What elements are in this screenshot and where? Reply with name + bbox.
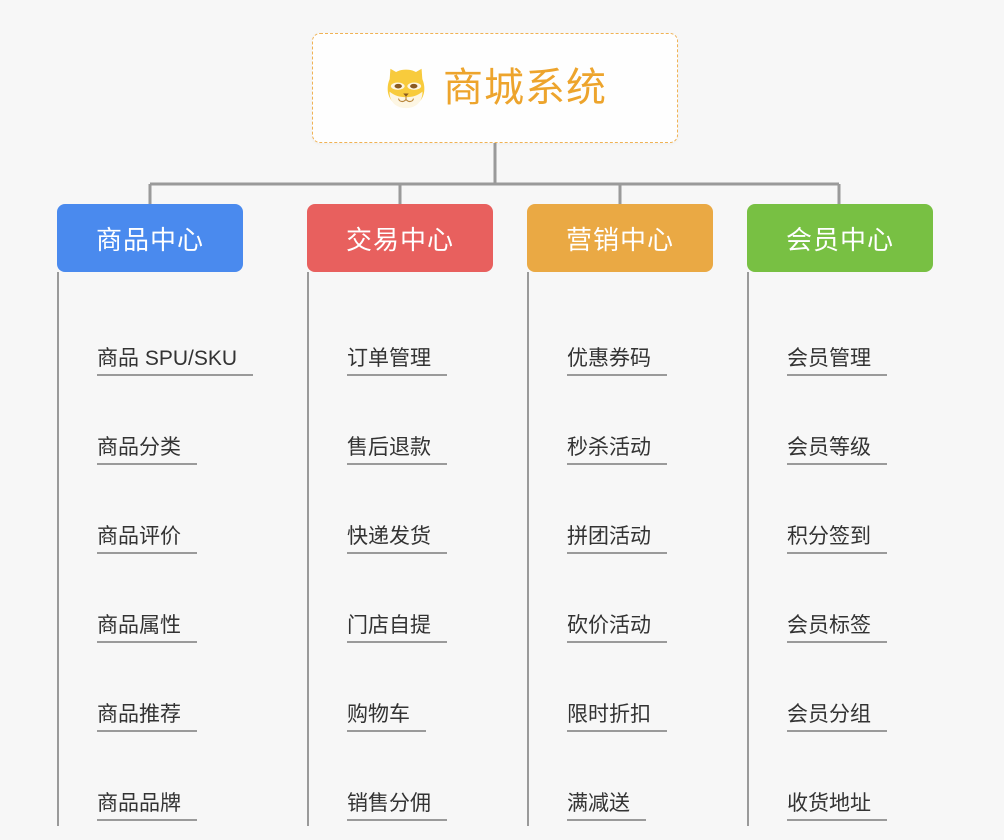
branch-header-4[interactable]: 会员中心 [747,204,933,272]
leaf-item[interactable]: 商品属性 [57,559,243,648]
branch-header-label-4: 会员中心 [785,224,894,255]
leaf-item[interactable]: 商品评价 [57,470,243,559]
root-node-label: 商城系统 [443,66,607,110]
leaf-item[interactable]: 限时折扣 [527,648,713,737]
branch-header-label-3: 营销中心 [565,224,674,255]
leaf-item[interactable]: 售后退款 [307,381,493,470]
leaf-label: 快递发货 [347,525,447,554]
branch-column-2: 交易中心 订单管理 售后退款 快递发货 门店自提 购物车 销售分佣 [307,204,493,826]
leaf-item[interactable]: 购物车 [307,648,493,737]
leaf-item[interactable]: 会员分组 [747,648,933,737]
leaf-label: 商品品牌 [97,792,197,821]
leaf-item[interactable]: 快递发货 [307,470,493,559]
leaf-label: 会员管理 [787,347,887,376]
root-node[interactable]: 商城系统 [312,33,678,143]
leaf-label: 会员等级 [787,436,887,465]
leaf-label: 砍价活动 [567,614,667,643]
leaf-label: 门店自提 [347,614,447,643]
leaf-label: 优惠券码 [567,347,667,376]
leaf-label: 满减送 [567,792,646,821]
leaf-label: 售后退款 [347,436,447,465]
leaf-label: 商品分类 [97,436,197,465]
leaf-item[interactable]: 拼团活动 [527,470,713,559]
leaf-item[interactable]: 满减送 [527,737,713,826]
leaf-item[interactable]: 订单管理 [307,292,493,381]
leaf-label: 会员标签 [787,614,887,643]
leaf-item[interactable]: 门店自提 [307,559,493,648]
branch-column-4: 会员中心 会员管理 会员等级 积分签到 会员标签 会员分组 收货地址 [747,204,933,826]
leaf-item[interactable]: 商品推荐 [57,648,243,737]
leaf-item[interactable]: 商品 SPU/SKU [57,292,254,381]
branch-header-label-1: 商品中心 [95,224,204,255]
leaf-item[interactable]: 积分签到 [747,470,933,559]
leaf-list-3: 优惠券码 秒杀活动 拼团活动 砍价活动 限时折扣 满减送 [527,272,713,826]
leaf-label: 会员分组 [787,703,887,732]
leaf-label: 秒杀活动 [567,436,667,465]
leaf-list-1: 商品 SPU/SKU 商品分类 商品评价 商品属性 商品推荐 商品品牌 [57,272,254,826]
leaf-item[interactable]: 砍价活动 [527,559,713,648]
leaf-label: 销售分佣 [347,792,447,821]
shiba-dog-icon [387,68,425,109]
leaf-label: 商品属性 [97,614,197,643]
leaf-label: 商品评价 [97,525,197,554]
leaf-item[interactable]: 商品品牌 [57,737,243,826]
leaf-label: 限时折扣 [567,703,667,732]
leaf-label: 订单管理 [347,347,447,376]
leaf-list-2: 订单管理 售后退款 快递发货 门店自提 购物车 销售分佣 [307,272,493,826]
branch-header-1[interactable]: 商品中心 [57,204,243,272]
leaf-item[interactable]: 收货地址 [747,737,933,826]
leaf-label: 购物车 [347,703,426,732]
branch-column-1: 商品中心 商品 SPU/SKU 商品分类 商品评价 商品属性 商品推荐 商品品牌 [57,204,254,826]
branch-header-3[interactable]: 营销中心 [527,204,713,272]
leaf-label: 拼团活动 [567,525,667,554]
leaf-item[interactable]: 秒杀活动 [527,381,713,470]
leaf-label: 积分签到 [787,525,887,554]
leaf-item[interactable]: 优惠券码 [527,292,713,381]
leaf-label: 收货地址 [787,792,887,821]
leaf-label: 商品 SPU/SKU [97,347,254,376]
branch-header-2[interactable]: 交易中心 [307,204,493,272]
leaf-item[interactable]: 会员标签 [747,559,933,648]
branch-header-label-2: 交易中心 [345,224,454,255]
leaf-item[interactable]: 会员等级 [747,381,933,470]
leaf-item[interactable]: 销售分佣 [307,737,493,826]
leaf-item[interactable]: 会员管理 [747,292,933,381]
leaf-label: 商品推荐 [97,703,197,732]
branch-column-3: 营销中心 优惠券码 秒杀活动 拼团活动 砍价活动 限时折扣 满减送 [527,204,713,826]
leaf-list-4: 会员管理 会员等级 积分签到 会员标签 会员分组 收货地址 [747,272,933,826]
leaf-item[interactable]: 商品分类 [57,381,243,470]
